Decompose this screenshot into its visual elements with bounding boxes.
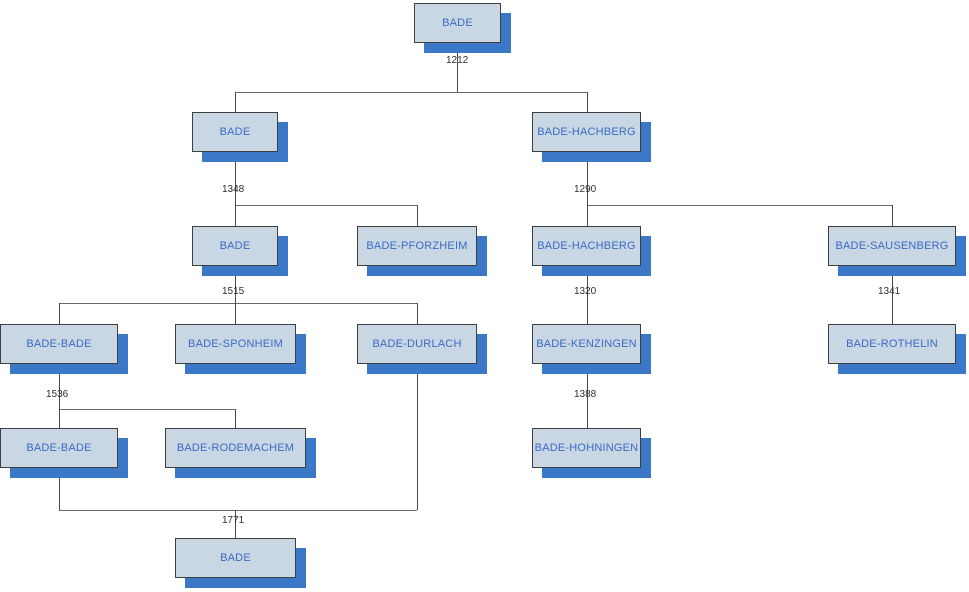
node-box[interactable]: BADE-HOHNINGEN <box>532 428 641 468</box>
connector-vertical <box>587 92 588 112</box>
connector-horizontal <box>59 303 417 304</box>
node-label: BADE-ROTHELIN <box>846 338 938 350</box>
tree-node[interactable]: BADE <box>175 538 306 588</box>
tree-node[interactable]: BADE <box>414 3 511 53</box>
node-box[interactable]: BADE <box>192 226 278 266</box>
tree-node[interactable]: BADE-RODEMACHEM <box>165 428 316 478</box>
edge-year-label: 1388 <box>574 389 597 400</box>
connector-horizontal <box>235 92 587 93</box>
connector-vertical <box>59 364 60 409</box>
node-label: BADE-SAUSENBERG <box>835 240 949 252</box>
node-label: BADE <box>219 240 251 252</box>
node-label: BADE-RODEMACHEM <box>176 442 295 454</box>
connector-horizontal <box>59 409 235 410</box>
node-label: BADE <box>219 126 251 138</box>
edge-year-label: 1536 <box>46 389 69 400</box>
node-label: BADE-BADE <box>26 338 92 350</box>
edge-year-label: 1212 <box>446 55 469 66</box>
node-label: BADE <box>220 552 251 564</box>
edge-year-label: 1515 <box>222 286 245 297</box>
node-box[interactable]: BADE-HACHBERG <box>532 226 641 266</box>
tree-node[interactable]: BADE-BADE <box>0 324 128 374</box>
connector-vertical <box>587 205 588 226</box>
connector-vertical <box>59 468 60 510</box>
connector-horizontal <box>235 205 417 206</box>
connector-vertical <box>235 409 236 428</box>
node-box[interactable]: BADE-BADE <box>0 428 118 468</box>
node-box[interactable]: BADE <box>175 538 296 578</box>
edge-year-label: 1348 <box>222 184 245 195</box>
tree-node[interactable]: BADE-HACHBERG <box>532 112 651 162</box>
node-label: BADE <box>442 17 473 29</box>
connector-vertical <box>235 152 236 205</box>
node-label: BADE-HOHNINGEN <box>534 442 639 454</box>
node-box[interactable]: BADE-BADE <box>0 324 118 364</box>
edge-year-label: 1320 <box>574 286 597 297</box>
connector-vertical <box>235 205 236 226</box>
connector-vertical <box>892 266 893 324</box>
node-box[interactable]: BADE <box>192 112 278 152</box>
connector-vertical <box>417 303 418 324</box>
node-label: BADE-DURLACH <box>372 338 462 350</box>
node-box[interactable]: BADE <box>414 3 501 43</box>
connector-vertical <box>59 303 60 324</box>
tree-node[interactable]: BADE-KENZINGEN <box>532 324 651 374</box>
node-label: BADE-BADE <box>26 442 92 454</box>
node-label: BADE-HACHBERG <box>537 126 636 138</box>
tree-node[interactable]: BADE-SAUSENBERG <box>828 226 966 276</box>
tree-node[interactable]: BADE-HOHNINGEN <box>532 428 651 478</box>
connector-vertical <box>235 510 236 538</box>
node-box[interactable]: BADE-RODEMACHEM <box>165 428 306 468</box>
connector-vertical <box>587 152 588 205</box>
tree-node[interactable]: BADE-HACHBERG <box>532 226 651 276</box>
node-box[interactable]: BADE-DURLACH <box>357 324 477 364</box>
node-box[interactable]: BADE-HACHBERG <box>532 112 641 152</box>
connector-vertical <box>587 266 588 324</box>
connector-horizontal <box>587 205 892 206</box>
tree-node[interactable]: BADE <box>192 112 288 162</box>
node-label: BADE-KENZINGEN <box>536 338 637 350</box>
connector-vertical <box>417 364 418 510</box>
edge-year-label: 1290 <box>574 184 597 195</box>
connector-vertical <box>457 43 458 92</box>
connector-vertical <box>235 303 236 324</box>
node-box[interactable]: BADE-SPONHEIM <box>175 324 296 364</box>
connector-vertical <box>235 266 236 303</box>
tree-node[interactable]: BADE-BADE <box>0 428 128 478</box>
node-label: BADE-HACHBERG <box>537 240 636 252</box>
node-label: BADE-PFORZHEIM <box>366 240 468 252</box>
tree-node[interactable]: BADE <box>192 226 288 276</box>
connector-vertical <box>235 92 236 112</box>
node-box[interactable]: BADE-SAUSENBERG <box>828 226 956 266</box>
connector-vertical <box>892 205 893 226</box>
connector-vertical <box>417 205 418 226</box>
connector-horizontal <box>59 510 417 511</box>
tree-node[interactable]: BADE-PFORZHEIM <box>357 226 487 276</box>
edge-year-label: 1341 <box>878 286 901 297</box>
tree-node[interactable]: BADE-DURLACH <box>357 324 487 374</box>
node-box[interactable]: BADE-KENZINGEN <box>532 324 641 364</box>
node-box[interactable]: BADE-PFORZHEIM <box>357 226 477 266</box>
edge-year-label: 1771 <box>222 515 245 526</box>
node-label: BADE-SPONHEIM <box>188 338 283 350</box>
node-box[interactable]: BADE-ROTHELIN <box>828 324 956 364</box>
tree-node[interactable]: BADE-SPONHEIM <box>175 324 306 374</box>
tree-node[interactable]: BADE-ROTHELIN <box>828 324 966 374</box>
connector-vertical <box>59 409 60 428</box>
connector-vertical <box>587 364 588 428</box>
